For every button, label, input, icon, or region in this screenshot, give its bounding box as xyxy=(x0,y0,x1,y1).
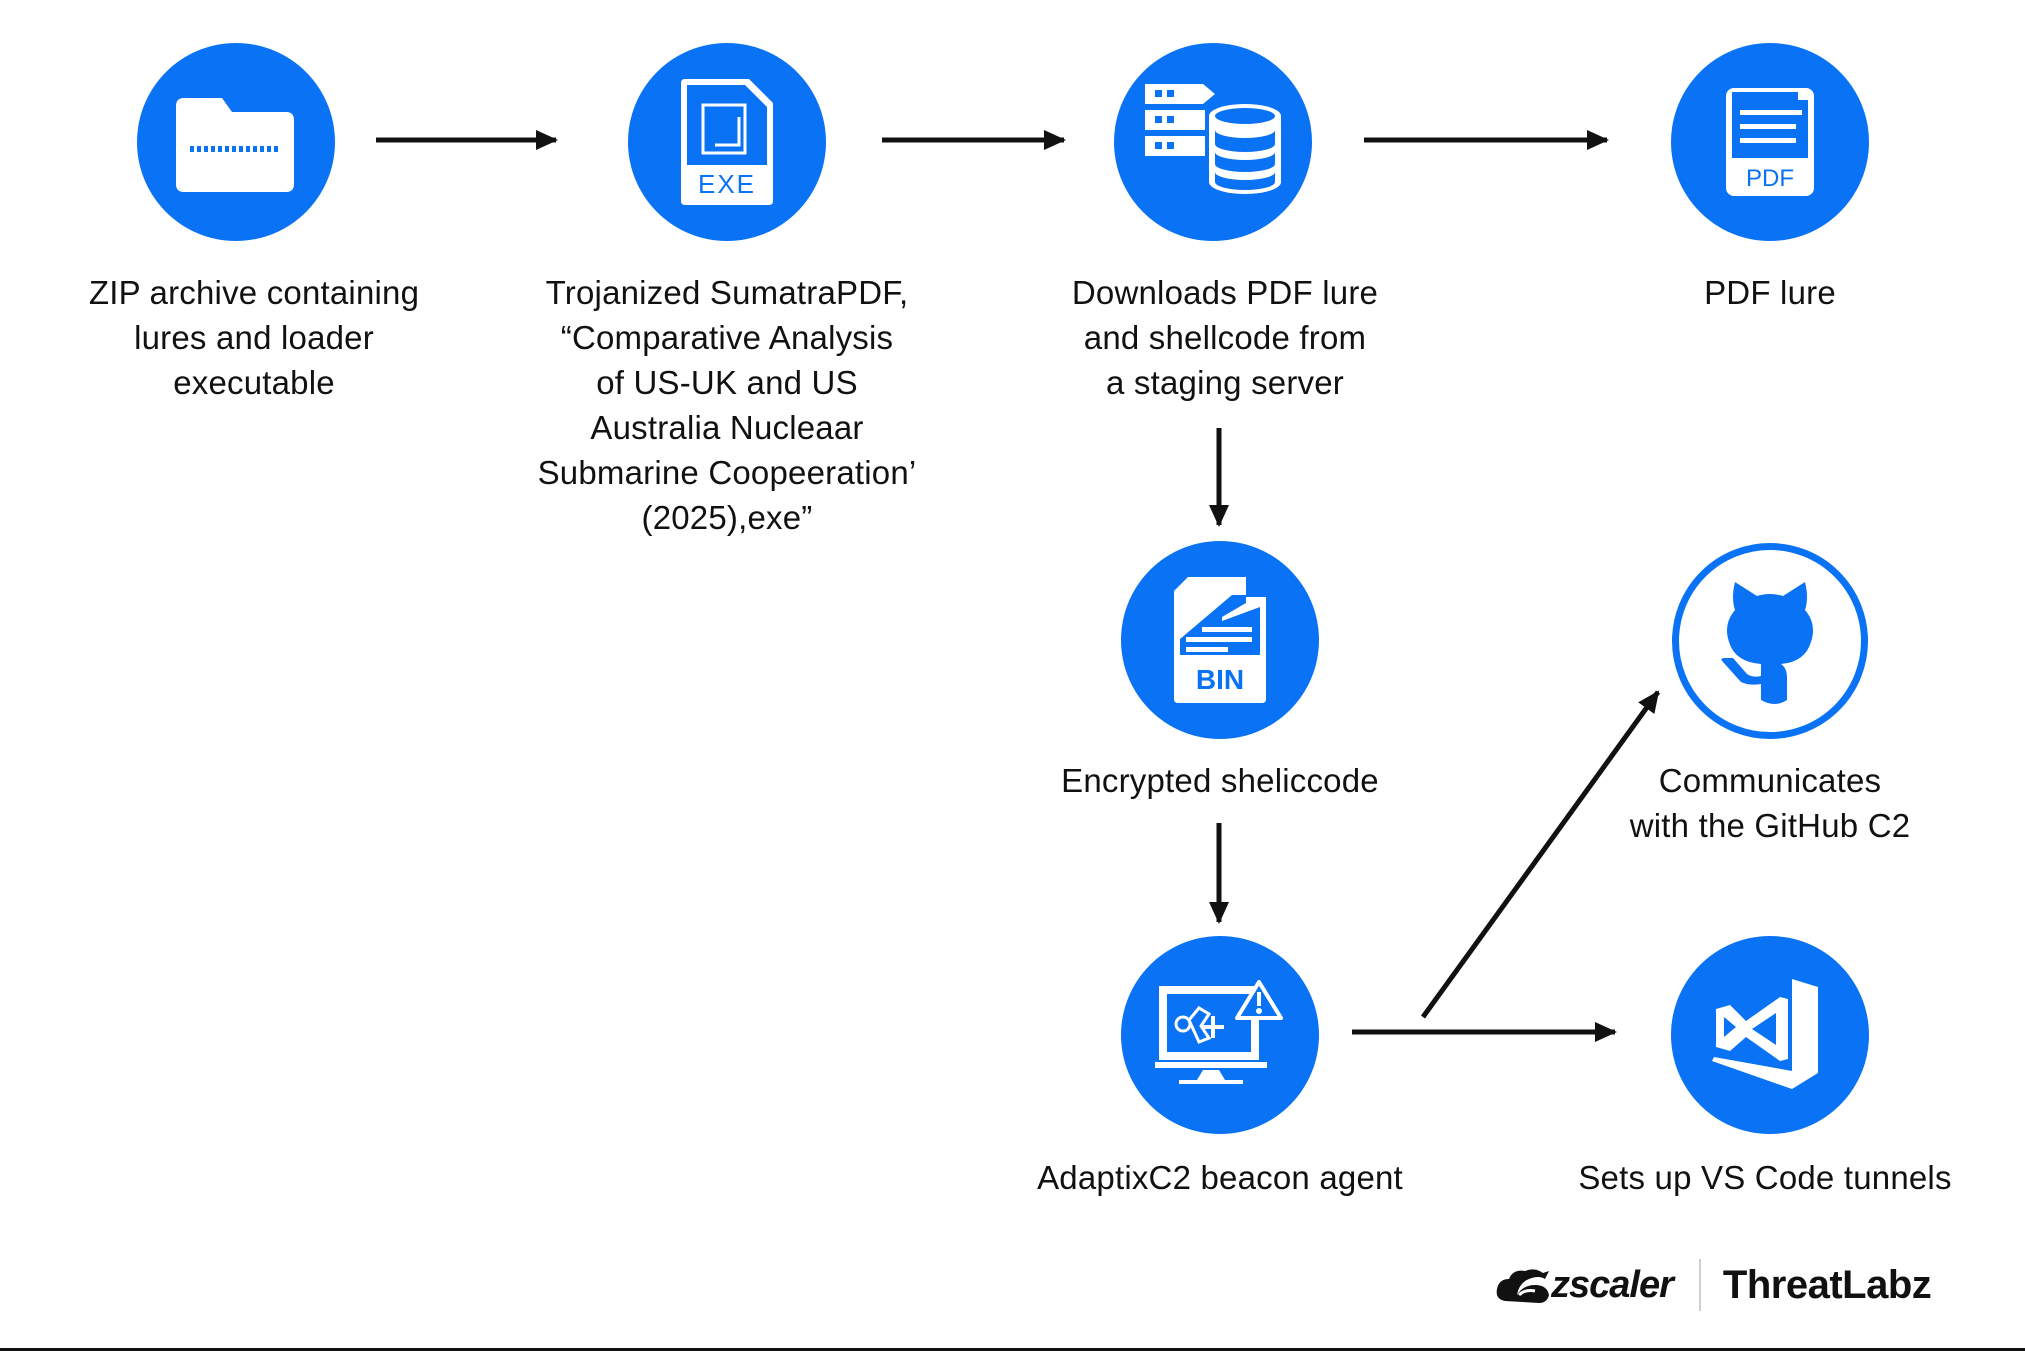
zscaler-cloud-icon xyxy=(1496,1269,1549,1303)
footer-brand: zscaler ThreatLabz xyxy=(1495,1255,1932,1315)
bin-icon-text: BIN xyxy=(1196,664,1244,695)
node-pdf-lure-label: PDF lure xyxy=(1704,274,1836,311)
node-encrypted-shellcode: BIN xyxy=(1121,541,1319,739)
bin-file-icon: BIN xyxy=(1174,577,1266,703)
exe-icon-text: EXE xyxy=(698,169,756,199)
node-staging-server-label: Downloads PDF lure and shellcode from a … xyxy=(1071,274,1379,401)
node-adaptixc2-beacon-label: AdaptixC2 beacon agent xyxy=(1037,1159,1403,1196)
server-database-icon xyxy=(1145,84,1281,194)
monitor-warning-icon xyxy=(1155,980,1283,1084)
threatlabz-wordmark: ThreatLabz xyxy=(1722,1262,1932,1307)
zscaler-logo: zscaler xyxy=(1495,1263,1674,1307)
node-github-c2 xyxy=(1672,543,1868,739)
footer-divider xyxy=(1698,1259,1701,1311)
vscode-icon xyxy=(1712,979,1818,1089)
node-pdf-lure: PDF xyxy=(1671,43,1869,241)
node-vscode-tunnels xyxy=(1671,936,1869,1134)
edge-adaptix-to-github xyxy=(1420,690,1661,1019)
node-zip-archive-label: ZIP archive containing lures and loader … xyxy=(88,274,420,401)
pdf-file-icon: PDF xyxy=(1726,88,1814,196)
node-vscode-tunnels-label: Sets up VS Code tunnels xyxy=(1578,1159,1952,1196)
node-trojanized-exe-label: Trojanized SumatraPDF, “Comparative Anal… xyxy=(537,274,917,536)
node-github-c2-label: Communicates with the GitHub C2 xyxy=(1629,762,1911,844)
node-encrypted-shellcode-label: Encrypted sheliccode xyxy=(1061,762,1379,799)
folder-zip-icon xyxy=(176,98,294,192)
node-zip-archive xyxy=(137,43,335,241)
exe-file-icon: EXE xyxy=(681,79,773,205)
node-staging-server xyxy=(1114,43,1312,241)
github-octocat-icon xyxy=(1721,582,1813,704)
zscaler-wordmark: zscaler xyxy=(1551,1263,1674,1306)
bottom-border xyxy=(0,1348,2025,1351)
node-adaptixc2-beacon xyxy=(1121,936,1319,1134)
node-trojanized-exe: EXE xyxy=(628,43,826,241)
pdf-icon-text: PDF xyxy=(1746,165,1794,192)
